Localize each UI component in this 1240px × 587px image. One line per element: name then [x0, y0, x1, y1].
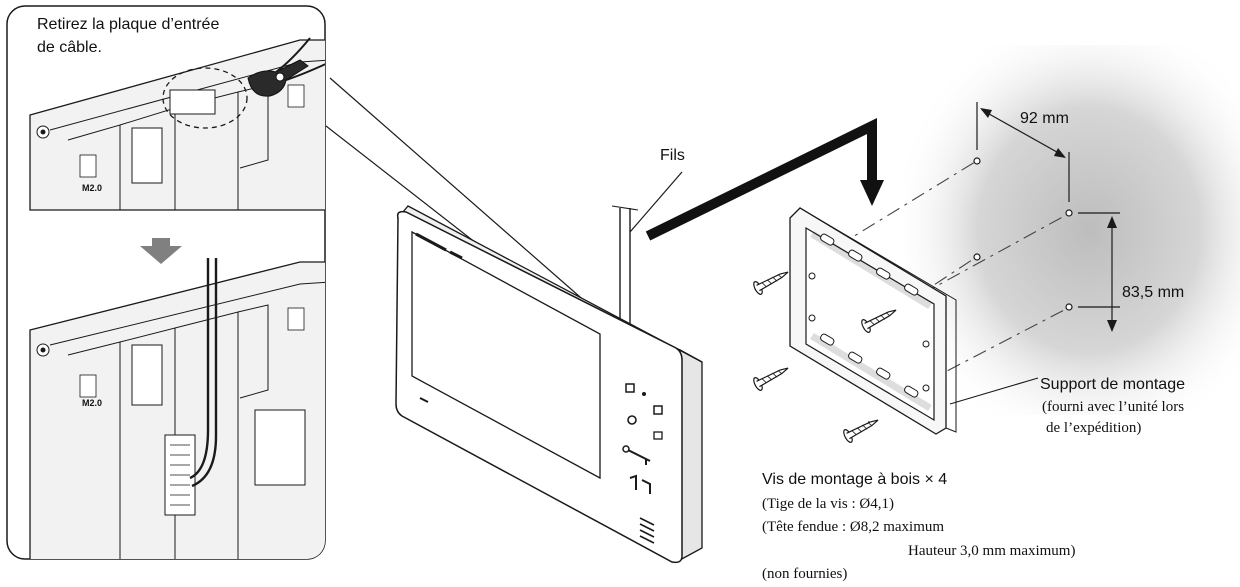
inset-panel [6, 5, 326, 560]
menu-button-icon [653, 431, 663, 440]
talk-button-icon [625, 383, 635, 393]
power-button-icon [627, 415, 637, 425]
inset-marking-bottom: M2.0 [82, 398, 103, 408]
screws-head: (Tête fendue : Ø8,2 maximum [762, 519, 945, 535]
monitor-device [395, 205, 703, 564]
mounting-direction-arrow [645, 117, 884, 241]
bracket-leader [949, 377, 1039, 405]
monitor-logo [415, 232, 447, 252]
height-dimension-line [1078, 212, 1120, 332]
door-release-icon [629, 474, 651, 494]
width-dimension-line [976, 102, 1070, 202]
indicator-icon [642, 392, 646, 396]
bracket-note-2: de l’expédition) [1046, 420, 1142, 436]
monitor-screen [411, 230, 601, 480]
speaker-grille-icon [639, 517, 655, 544]
bracket-note-1: (fourni avec l’unité lors [1042, 399, 1185, 415]
screws-height: Hauteur 3,0 mm maximum) [908, 543, 1076, 559]
cable-entry-highlight [162, 67, 248, 129]
alignment-lines [837, 161, 1069, 385]
monitor-button-icon [653, 405, 663, 415]
bracket-label: Support de montage [1040, 376, 1185, 393]
screws-label: Vis de montage à bois × 4 [762, 471, 948, 488]
inset-wires [189, 258, 210, 480]
screws-supplied: (non fournies) [762, 566, 848, 582]
wall-hole-icon [973, 157, 1073, 311]
inset-instruction: Retirez la plaque d’entrée [37, 16, 220, 33]
key-button-icon [627, 449, 651, 465]
wall-surface [905, 45, 1240, 415]
screws-shank: (Tige de la vis : Ø4,1) [762, 496, 894, 512]
mounting-bracket [789, 207, 957, 435]
screw-icon [753, 271, 897, 443]
inset-marking-top: M2.0 [82, 183, 103, 193]
wires-label: Fils [660, 147, 685, 164]
inset-bottom-device [29, 258, 325, 559]
down-arrow-icon [140, 238, 182, 264]
height-dimension-label: 83,5 mm [1122, 284, 1185, 301]
inset-instruction-2: de câble. [37, 39, 102, 56]
wires-leader [629, 171, 683, 233]
wires [611, 205, 639, 330]
width-dimension-label: 92 mm [1020, 110, 1069, 127]
inset-top-device [29, 37, 325, 211]
